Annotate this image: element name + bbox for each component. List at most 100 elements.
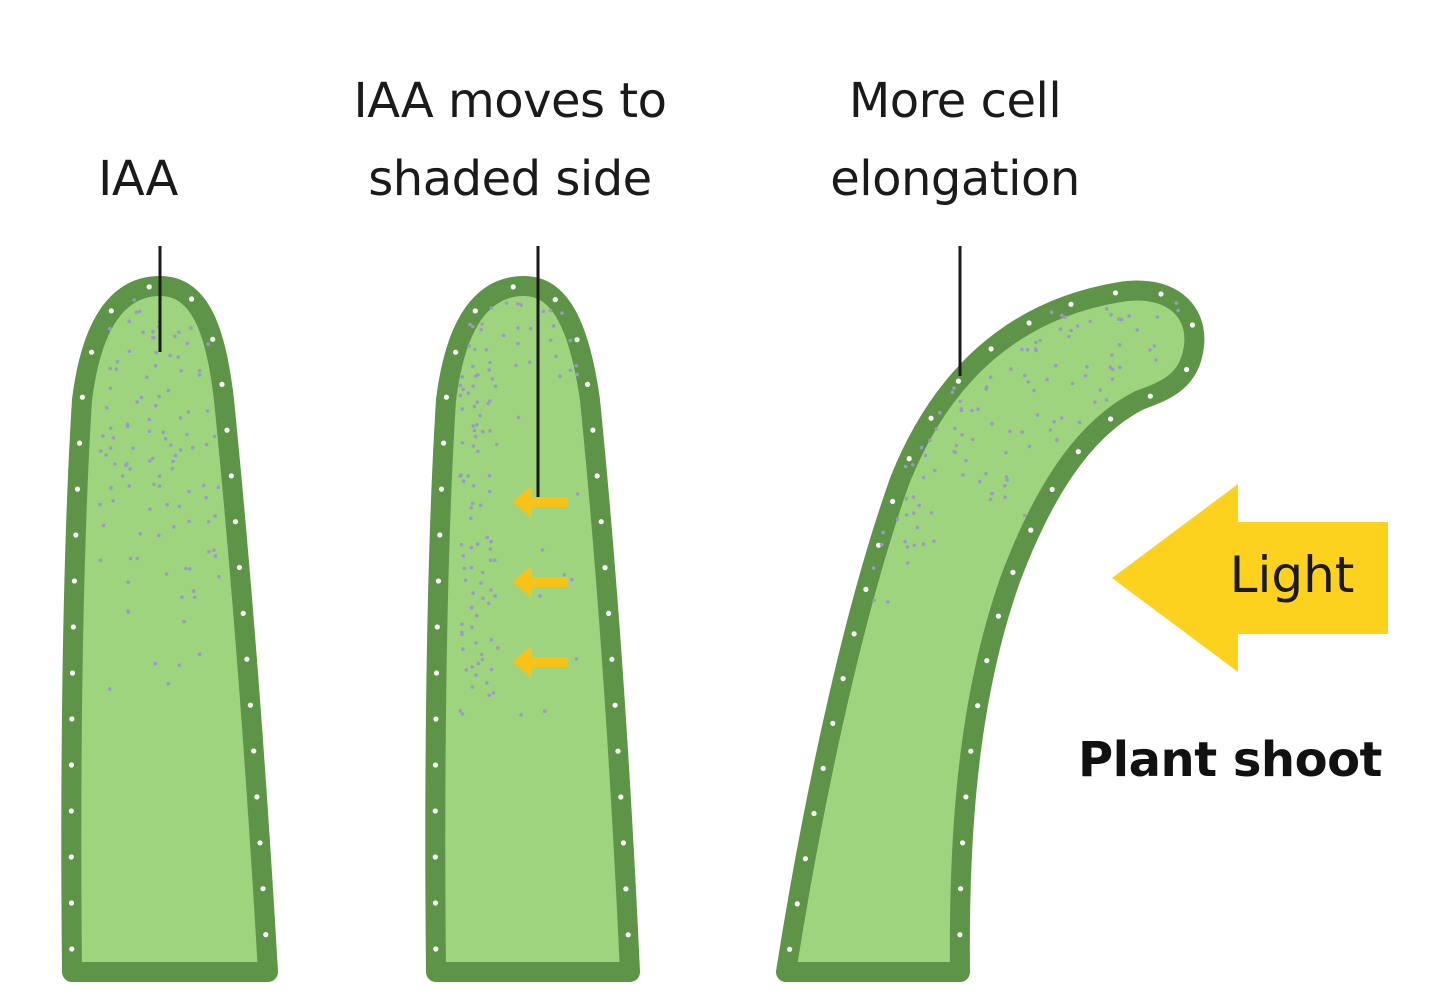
auxin-dot xyxy=(127,484,132,488)
cell-wall-dot xyxy=(236,564,242,571)
auxin-dot xyxy=(923,453,928,458)
auxin-dot xyxy=(476,373,480,377)
auxin-dot xyxy=(1174,301,1179,305)
auxin-dot xyxy=(1110,367,1115,372)
auxin-dot xyxy=(554,354,558,359)
auxin-dot xyxy=(1054,363,1058,368)
auxin-dot xyxy=(470,665,474,669)
auxin-dot xyxy=(472,404,477,409)
auxin-dot xyxy=(871,566,876,570)
auxin-dot xyxy=(1119,317,1124,322)
auxin-dot xyxy=(1104,398,1109,402)
auxin-dot xyxy=(460,374,465,379)
cell-wall-dot xyxy=(602,565,608,571)
auxin-dot xyxy=(460,632,464,637)
cell-wall-dot xyxy=(244,656,250,662)
auxin-dot xyxy=(990,421,994,426)
auxin-dot xyxy=(487,693,492,698)
auxin-dot xyxy=(516,341,520,346)
cell-wall-dot xyxy=(975,703,981,709)
auxin-dot xyxy=(166,388,171,393)
auxin-dot xyxy=(189,326,193,330)
auxin-dot xyxy=(120,474,125,478)
cell-wall-dot xyxy=(955,378,962,384)
auxin-dot xyxy=(568,338,573,343)
auxin-dot xyxy=(1067,334,1071,339)
auxin-dot xyxy=(879,542,884,547)
auxin-dot xyxy=(959,408,964,413)
auxin-dot xyxy=(185,341,190,346)
auxin-dot xyxy=(1155,315,1160,319)
cell-wall-dot xyxy=(820,765,826,772)
auxin-dot xyxy=(928,438,932,443)
auxin-dot xyxy=(461,387,466,392)
auxin-dot xyxy=(460,622,464,627)
cell-wall-dot xyxy=(251,748,257,754)
auxin-dot xyxy=(493,384,498,389)
auxin-dot xyxy=(476,449,480,454)
shoot-1-auxin-dots xyxy=(98,298,221,691)
auxin-dot xyxy=(460,712,465,716)
auxin-dot xyxy=(489,558,493,562)
auxin-dot xyxy=(470,685,475,689)
auxin-dot xyxy=(147,417,152,422)
auxin-dot xyxy=(919,445,924,450)
auxin-dot xyxy=(568,368,573,373)
cell-wall-dot xyxy=(1189,322,1195,328)
auxin-dot xyxy=(141,330,145,335)
auxin-dot xyxy=(516,415,521,420)
migration-arrow-3 xyxy=(512,646,568,678)
auxin-dot xyxy=(489,638,494,642)
cell-wall-dot xyxy=(988,346,994,352)
auxin-dot xyxy=(562,573,567,577)
cell-wall-dot xyxy=(73,532,79,538)
light-label: Light xyxy=(1229,546,1355,604)
cell-wall-dot xyxy=(240,610,246,617)
cell-wall-dot xyxy=(232,519,239,525)
auxin-dot xyxy=(487,489,492,494)
cell-wall-dot xyxy=(453,349,459,355)
auxin-dot xyxy=(1083,374,1088,378)
auxin-dot xyxy=(984,471,988,476)
auxin-dot xyxy=(480,657,485,662)
shoot-bending xyxy=(776,246,1205,982)
auxin-dot xyxy=(493,594,497,598)
cell-wall-dot xyxy=(960,840,966,846)
auxin-dot xyxy=(128,467,132,471)
shoot-1-body xyxy=(61,276,278,982)
auxin-dot xyxy=(1034,340,1038,345)
auxin-dot xyxy=(1135,328,1140,332)
cell-wall-dot xyxy=(435,578,441,584)
auxin-dot xyxy=(1048,428,1053,432)
auxin-dot xyxy=(460,441,465,445)
auxin-dot xyxy=(1049,310,1054,315)
auxin-dot xyxy=(108,386,113,391)
auxin-dot xyxy=(479,327,484,332)
auxin-dot xyxy=(108,446,113,450)
shoot-2-auxin-dots xyxy=(458,301,580,717)
cell-wall-dot xyxy=(70,624,76,630)
auxin-dot xyxy=(108,366,112,371)
auxin-dot xyxy=(190,445,195,450)
auxin-dot xyxy=(932,539,936,543)
cell-wall-dot xyxy=(620,840,627,846)
auxin-dot xyxy=(157,394,161,399)
auxin-dot xyxy=(173,453,178,458)
auxin-dot xyxy=(471,591,476,595)
cell-wall-dot xyxy=(606,610,612,617)
auxin-dot xyxy=(213,514,217,518)
auxin-dot xyxy=(519,713,523,717)
auxin-dot xyxy=(1176,308,1180,313)
auxin-dot xyxy=(1148,348,1152,352)
auxin-dot xyxy=(489,588,493,592)
cell-wall-dot xyxy=(219,381,225,387)
auxin-dot xyxy=(147,459,152,463)
auxin-dot xyxy=(950,390,955,395)
auxin-dot xyxy=(904,496,909,501)
cell-wall-dot xyxy=(1028,527,1034,533)
auxin-dot xyxy=(1003,495,1007,500)
auxin-dot xyxy=(458,393,463,398)
cell-wall-dot xyxy=(968,748,974,754)
cell-wall-dot xyxy=(210,336,216,342)
auxin-dot xyxy=(197,652,202,656)
